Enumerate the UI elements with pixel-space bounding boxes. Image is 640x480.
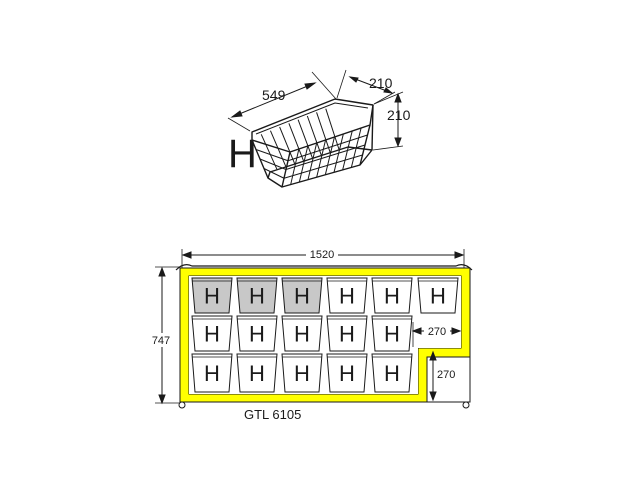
basket-wire bbox=[259, 158, 287, 170]
freezer-basket-body bbox=[371, 277, 413, 314]
basket-rim-inner bbox=[255, 102, 369, 135]
freezer-basket: H bbox=[236, 277, 278, 314]
freezer-basket: H bbox=[281, 353, 323, 393]
freezer-basket-body bbox=[191, 277, 233, 314]
basket-wire bbox=[269, 130, 287, 167]
basket-wire bbox=[285, 144, 366, 170]
freezer-basket-body bbox=[236, 353, 278, 393]
freezer-basket-label: H bbox=[249, 361, 265, 386]
basket-wire bbox=[287, 134, 368, 162]
freezer-basket-label: H bbox=[384, 284, 400, 309]
freezer-basket-label: H bbox=[204, 322, 220, 347]
freezer-basket-label: H bbox=[339, 322, 355, 347]
freezer-basket-body bbox=[281, 315, 323, 352]
basket-corner-bar bbox=[371, 104, 374, 151]
basket-wire bbox=[325, 108, 340, 150]
freezer-foot-left bbox=[178, 401, 186, 409]
basket-wire bbox=[283, 154, 363, 179]
freezer-basket: H bbox=[236, 315, 278, 352]
basket-type-letter: H bbox=[228, 132, 257, 176]
basket-wire bbox=[316, 112, 331, 153]
freezer-basket-label: H bbox=[384, 361, 400, 386]
freezer-basket: H bbox=[326, 277, 368, 314]
freezer-basket-label: H bbox=[384, 322, 400, 347]
freezer-basket-body bbox=[371, 353, 413, 393]
freezer-width-label: 1520 bbox=[310, 249, 334, 261]
basket-wire bbox=[255, 149, 289, 162]
basket-wire bbox=[288, 123, 305, 162]
freezer-basket: H bbox=[417, 277, 459, 314]
freezer-basket-body bbox=[236, 277, 278, 314]
freezer-basket-body bbox=[371, 315, 413, 352]
basket-width-label: 210 bbox=[369, 75, 393, 91]
freezer-basket-body bbox=[417, 277, 459, 314]
freezer-basket-body bbox=[281, 353, 323, 393]
freezer-basket-label: H bbox=[339, 284, 355, 309]
freezer-basket: H bbox=[236, 353, 278, 393]
freezer-basket-body bbox=[326, 353, 368, 393]
freezer-basket: H bbox=[191, 277, 233, 314]
freezer-height-label: 747 bbox=[152, 335, 170, 347]
freezer-basket: H bbox=[371, 353, 413, 393]
freezer-basket-body bbox=[326, 315, 368, 352]
freezer-basket-label: H bbox=[204, 361, 220, 386]
basket-length-dimension bbox=[227, 71, 337, 132]
basket-length-label: 549 bbox=[262, 87, 286, 103]
basket-wire bbox=[297, 119, 313, 159]
freezer-basket-label: H bbox=[294, 361, 310, 386]
freezer-lid bbox=[175, 264, 473, 271]
freezer-basket: H bbox=[326, 315, 368, 352]
width-label-bg bbox=[306, 247, 338, 261]
freezer-foot-right bbox=[462, 401, 470, 409]
freezer-basket-label: H bbox=[249, 322, 265, 347]
basket-height-dimension bbox=[372, 91, 404, 151]
freezer-basket-body bbox=[191, 353, 233, 393]
compressor-width-label: 270 bbox=[428, 326, 446, 338]
basket-wire bbox=[263, 168, 285, 179]
basket-wire-mesh bbox=[255, 108, 368, 185]
basket-wire bbox=[279, 126, 296, 164]
compressor-width-label-bg bbox=[424, 324, 450, 337]
freezer-basket: H bbox=[191, 315, 233, 352]
freezer-basket: H bbox=[326, 353, 368, 393]
freezer-basket-label: H bbox=[430, 284, 446, 309]
freezer-basket: H bbox=[281, 315, 323, 352]
freezer-basket: H bbox=[191, 353, 233, 393]
freezer-basket-body bbox=[281, 277, 323, 314]
basket-width-dimension bbox=[336, 69, 396, 105]
freezer-basket-body bbox=[191, 315, 233, 352]
freezer-basket-label: H bbox=[204, 284, 220, 309]
basket-wire bbox=[260, 134, 278, 170]
freezer-basket-body bbox=[326, 277, 368, 314]
compressor-height-label: 270 bbox=[437, 369, 455, 381]
basket-rim bbox=[251, 98, 374, 153]
freezer-basket: H bbox=[371, 315, 413, 352]
freezer-basket-label: H bbox=[249, 284, 265, 309]
basket-wire bbox=[306, 115, 322, 156]
freezer-basket: H bbox=[281, 277, 323, 314]
height-label-bg bbox=[150, 333, 172, 347]
freezer-basket-body bbox=[236, 315, 278, 352]
freezer-model-label: GTL 6105 bbox=[244, 407, 301, 422]
freezer-basket-label: H bbox=[339, 361, 355, 386]
freezer-basket: H bbox=[371, 277, 413, 314]
basket-drawing bbox=[251, 98, 374, 188]
basket-height-label: 210 bbox=[387, 107, 411, 123]
compressor-height-dimension bbox=[429, 350, 437, 402]
freezer-basket-label: H bbox=[294, 284, 310, 309]
freezer-basket-label: H bbox=[294, 322, 310, 347]
